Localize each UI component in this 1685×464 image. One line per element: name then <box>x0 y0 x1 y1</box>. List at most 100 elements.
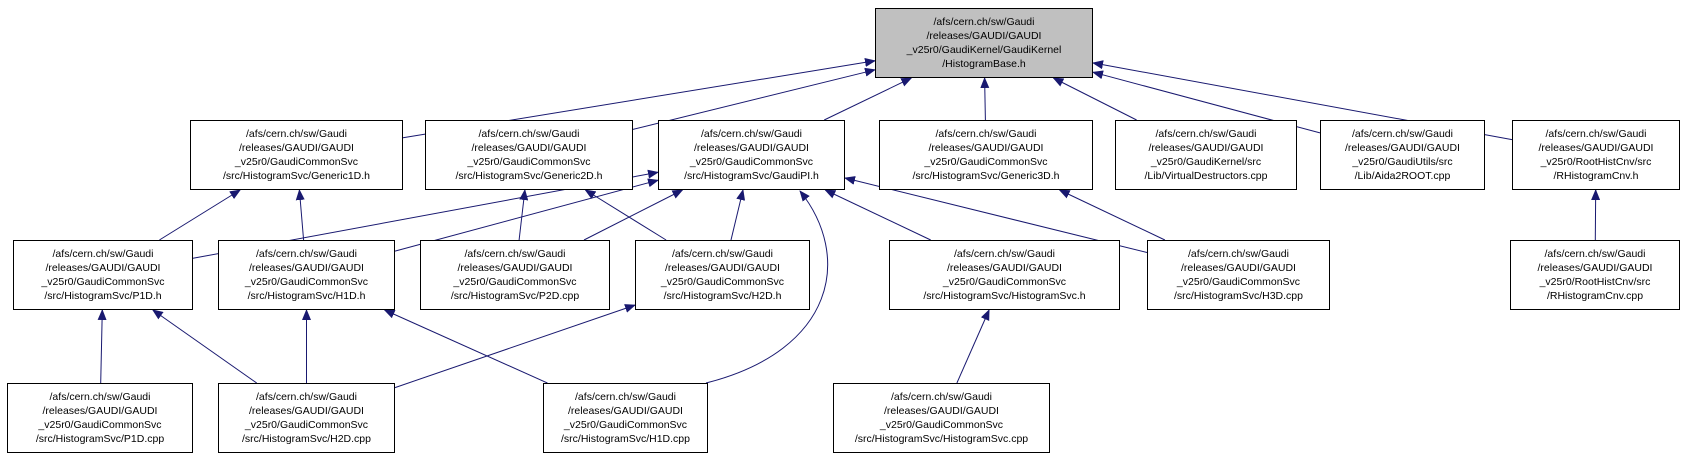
node-label-line: /afs/cern.ch/sw/Gaudi <box>49 391 151 403</box>
node-histsvccpp[interactable]: /afs/cern.ch/sw/Gaudi /releases/GAUDI/GA… <box>833 383 1050 453</box>
node-label-line: _v25r0/GaudiCommonSvc <box>244 276 369 288</box>
edge-p2dcpp-generic2d <box>518 189 529 241</box>
node-label-line: /afs/cern.ch/sw/Gaudi <box>575 391 676 403</box>
node-label-line: _v25r0/GaudiCommonSvc <box>942 276 1067 288</box>
node-label-line: /afs/cern.ch/sw/Gaudi <box>891 391 992 403</box>
edge-h2dcpp-p1dh <box>151 309 257 384</box>
edge-histsvch-gaudipi <box>824 189 931 241</box>
node-h1dh[interactable]: /afs/cern.ch/sw/Gaudi /releases/GAUDI/GA… <box>218 240 395 310</box>
node-label-line: /afs/cern.ch/sw/Gaudi <box>954 248 1055 260</box>
node-label-line: /afs/cern.ch/sw/Gaudi <box>1188 248 1289 260</box>
node-label-line: /releases/GAUDI/GAUDI <box>694 142 809 154</box>
node-label-line: _v25r0/GaudiCommonSvc <box>879 419 1004 431</box>
node-generic2d[interactable]: /afs/cern.ch/sw/Gaudi /releases/GAUDI/GA… <box>425 120 633 190</box>
edge-p1dcpp-p1dh <box>97 309 107 384</box>
node-label-line: _v25r0/GaudiCommonSvc <box>689 156 814 168</box>
node-label-line: /src/HistogramSvc/HistogramSvc.cpp <box>854 433 1029 445</box>
edge-histsvccpp-histsvch <box>956 309 990 384</box>
node-label-line: _v25r0/GaudiCommonSvc <box>453 276 577 288</box>
node-label-line: /releases/GAUDI/GAUDI <box>568 405 683 417</box>
edge-h1dh-gaudipi <box>394 178 659 252</box>
node-label-line: /releases/GAUDI/GAUDI <box>471 142 587 154</box>
node-label-line: /releases/GAUDI/GAUDI <box>249 405 364 417</box>
node-label-line: /src/HistogramSvc/P1D.h <box>44 290 162 302</box>
node-h2dcpp[interactable]: /afs/cern.ch/sw/Gaudi /releases/GAUDI/GA… <box>218 383 395 453</box>
edge-p2dcpp-gaudipi <box>583 189 684 241</box>
node-histbase: /afs/cern.ch/sw/Gaudi /releases/GAUDI/GA… <box>875 8 1093 78</box>
node-h3dcpp[interactable]: /afs/cern.ch/sw/Gaudi /releases/GAUDI/GA… <box>1147 240 1330 310</box>
node-virtualdestructors[interactable]: /afs/cern.ch/sw/Gaudi /releases/GAUDI/GA… <box>1115 120 1297 190</box>
node-label-line: /src/HistogramSvc/H2D.h <box>663 290 782 302</box>
node-label-line: _v25r0/GaudiCommonSvc <box>38 419 162 431</box>
node-label-line: /releases/GAUDI/GAUDI <box>1538 142 1654 154</box>
node-label-line: /afs/cern.ch/sw/Gaudi <box>1544 248 1646 260</box>
node-label-line: /afs/cern.ch/sw/Gaudi <box>1545 128 1647 140</box>
node-label-line: /afs/cern.ch/sw/Gaudi <box>464 248 566 260</box>
node-label-line: /releases/GAUDI/GAUDI <box>928 142 1044 154</box>
edge-h1dcpp-gaudipi <box>705 190 829 384</box>
node-h2dh[interactable]: /afs/cern.ch/sw/Gaudi /releases/GAUDI/GA… <box>635 240 810 310</box>
node-label-line: _v25r0/GaudiCommonSvc <box>467 156 591 168</box>
node-label-line: /src/HistogramSvc/HistogramSvc.h <box>923 290 1086 302</box>
node-label-line: /afs/cern.ch/sw/Gaudi <box>672 248 773 260</box>
edge-h3dcpp-generic3d <box>1058 189 1166 241</box>
node-label-line: /RHistogramCnv.cpp <box>1546 290 1644 302</box>
node-label-line: /releases/GAUDI/GAUDI <box>1181 262 1296 274</box>
node-label-line: /releases/GAUDI/GAUDI <box>42 405 158 417</box>
edge-h1dcpp-h1dh <box>383 309 548 384</box>
node-label-line: /Lib/Aida2ROOT.cpp <box>1354 170 1451 182</box>
node-label-line: /releases/GAUDI/GAUDI <box>239 142 354 154</box>
node-p2dcpp[interactable]: /afs/cern.ch/sw/Gaudi /releases/GAUDI/GA… <box>420 240 610 310</box>
node-label-line: _v25r0/RootHistCnv/src <box>1540 156 1652 168</box>
node-label-line: /Lib/VirtualDestructors.cpp <box>1144 170 1268 182</box>
node-label-line: /afs/cern.ch/sw/Gaudi <box>933 16 1035 28</box>
node-label-line: /releases/GAUDI/GAUDI <box>1148 142 1264 154</box>
node-label-line: /src/HistogramSvc/P1D.cpp <box>35 433 165 445</box>
node-p1dcpp[interactable]: /afs/cern.ch/sw/Gaudi /releases/GAUDI/GA… <box>7 383 193 453</box>
node-label-line: /releases/GAUDI/GAUDI <box>947 262 1062 274</box>
node-label-line: _v25r0/GaudiKernel/GaudiKernel <box>906 44 1062 56</box>
node-label-line: _v25r0/GaudiCommonSvc <box>234 156 359 168</box>
node-h1dcpp[interactable]: /afs/cern.ch/sw/Gaudi /releases/GAUDI/GA… <box>543 383 708 453</box>
node-label-line: /afs/cern.ch/sw/Gaudi <box>1155 128 1257 140</box>
node-label-line: /releases/GAUDI/GAUDI <box>457 262 573 274</box>
node-label-line: /src/HistogramSvc/GaudiPI.h <box>684 170 819 182</box>
node-label-line: /src/HistogramSvc/H1D.cpp <box>561 433 690 445</box>
node-label-line: /afs/cern.ch/sw/Gaudi <box>256 391 357 403</box>
node-label-line: _v25r0/RootHistCnv/src <box>1539 276 1651 288</box>
node-label-line: _v25r0/GaudiCommonSvc <box>1176 276 1301 288</box>
node-rhistogramcnvcpp[interactable]: /afs/cern.ch/sw/Gaudi /releases/GAUDI/GA… <box>1510 240 1680 310</box>
node-label-line: /releases/GAUDI/GAUDI <box>249 262 364 274</box>
node-label-line: /afs/cern.ch/sw/Gaudi <box>478 128 580 140</box>
node-p1dh[interactable]: /afs/cern.ch/sw/Gaudi /releases/GAUDI/GA… <box>13 240 193 310</box>
node-label-line: /afs/cern.ch/sw/Gaudi <box>256 248 357 260</box>
node-label-line: _v25r0/GaudiCommonSvc <box>244 419 369 431</box>
edge-virtualdestructors-histbase <box>1052 77 1137 121</box>
node-gaudipi[interactable]: /afs/cern.ch/sw/Gaudi /releases/GAUDI/GA… <box>658 120 845 190</box>
edge-h2dh-gaudipi <box>730 189 746 241</box>
node-generic1d[interactable]: /afs/cern.ch/sw/Gaudi /releases/GAUDI/GA… <box>190 120 403 190</box>
node-aida2root[interactable]: /afs/cern.ch/sw/Gaudi /releases/GAUDI/GA… <box>1320 120 1485 190</box>
node-histsvch[interactable]: /afs/cern.ch/sw/Gaudi /releases/GAUDI/GA… <box>889 240 1120 310</box>
node-label-line: /afs/cern.ch/sw/Gaudi <box>935 128 1037 140</box>
node-label-line: /src/HistogramSvc/Generic3D.h <box>912 170 1060 182</box>
edge-h2dcpp-h2dh <box>394 304 636 389</box>
edge-h1dh-generic1d <box>295 189 305 241</box>
node-label-line: /src/HistogramSvc/H3D.cpp <box>1174 290 1303 302</box>
node-label-line: _v25r0/GaudiKernel/src <box>1150 156 1262 168</box>
node-label-line: /afs/cern.ch/sw/Gaudi <box>246 128 347 140</box>
node-label-line: _v25r0/GaudiCommonSvc <box>563 419 688 431</box>
node-label-line: _v25r0/GaudiCommonSvc <box>924 156 1048 168</box>
node-generic3d[interactable]: /afs/cern.ch/sw/Gaudi /releases/GAUDI/GA… <box>879 120 1093 190</box>
node-label-line: /RHistogramCnv.h <box>1553 170 1639 182</box>
node-label-line: /src/HistogramSvc/Generic1D.h <box>222 170 371 182</box>
node-label-line: _v25r0/GaudiCommonSvc <box>41 276 165 288</box>
node-label-line: /releases/GAUDI/GAUDI <box>926 30 1042 42</box>
edge-gaudipi-histbase <box>823 77 913 121</box>
edge-generic3d-histbase <box>980 77 990 121</box>
node-label-line: /releases/GAUDI/GAUDI <box>665 262 780 274</box>
edge-h2dh-generic2d <box>584 189 667 241</box>
node-rhistogramcnvh[interactable]: /afs/cern.ch/sw/Gaudi /releases/GAUDI/GA… <box>1512 120 1680 190</box>
